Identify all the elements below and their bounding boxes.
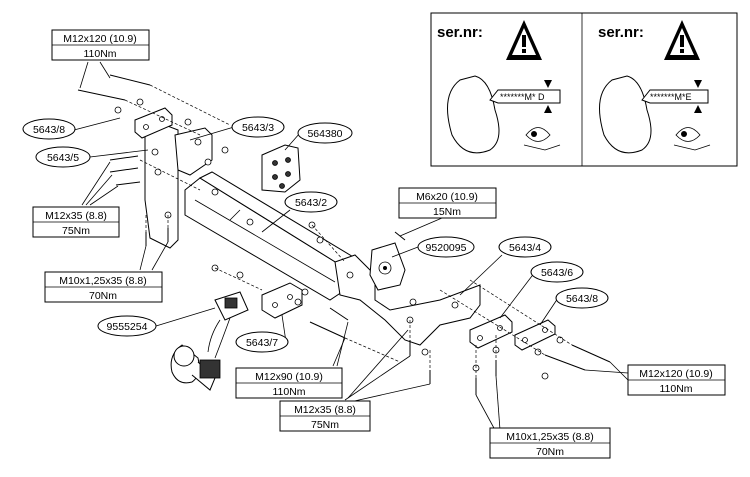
bolt-spec-torque: 75Nm [311, 419, 339, 431]
serial-number-value: *******M* D [500, 92, 545, 102]
bolt-spec-size: M12x120 (10.9) [63, 33, 137, 45]
svg-text:9555254: 9555254 [107, 321, 148, 333]
mounting-plate-outline [447, 75, 500, 154]
part-label-5643-6: 5643/6 [530, 261, 584, 283]
svg-text:5643/2: 5643/2 [295, 197, 327, 209]
part-label-5643-5: 5643/5 [35, 146, 91, 168]
right-side-bracket [334, 254, 481, 346]
bolt-spec-torque: 75Nm [62, 225, 90, 237]
bolt-spec-size: M12x35 (8.8) [45, 210, 107, 222]
svg-text:5643/8: 5643/8 [33, 124, 65, 136]
callout-bolt-left-lower: M10x1,25x35 (8.8) 70Nm [44, 271, 163, 303]
part-label-564380: 564380 [297, 122, 353, 144]
right-plate [469, 314, 513, 349]
bolt-spec-size: M6x20 (10.9) [416, 191, 478, 203]
bolt-spec-size: M12x120 (10.9) [639, 368, 713, 380]
bolt-spec-torque: 110Nm [659, 383, 692, 395]
bolt-spec-torque: 15Nm [433, 206, 461, 218]
bolt-spec-torque: 70Nm [89, 290, 117, 302]
warning-triangle-icon [664, 20, 700, 60]
warning-panel-2: ser.nr: *******M*E [598, 20, 711, 154]
part-label-5643-8-left: 5643/8 [22, 118, 76, 140]
serial-plate [641, 89, 709, 104]
bolt-spec-size: M10x1,25x35 (8.8) [506, 431, 594, 443]
svg-text:5643/3: 5643/3 [242, 122, 274, 134]
right-small-plate [514, 319, 556, 351]
arrow-down-icon [694, 80, 702, 88]
top-left-plate [134, 107, 173, 139]
bolt-spec-size: M12x90 (10.9) [255, 371, 323, 383]
tow-ball-assembly [170, 291, 249, 391]
callout-bolt-bottom-center: M12x90 (10.9) 110Nm [235, 367, 343, 399]
eye-icon [523, 127, 561, 151]
part-label-5643-3: 5643/3 [231, 116, 285, 138]
warning-triangle-icon [506, 20, 542, 60]
callout-bolt-left: M12x35 (8.8) 75Nm [32, 206, 120, 238]
arrow-up-icon [544, 105, 552, 113]
part-label-5643-2: 5643/2 [284, 191, 338, 213]
callout-bolt-bottom: M12x35 (8.8) 75Nm [279, 400, 371, 432]
warning-panels: ser.nr: *******M* D ser.nr: [430, 12, 738, 167]
left-side-bracket [144, 124, 213, 249]
bolt-spec-size: M10x1,25x35 (8.8) [59, 275, 147, 287]
svg-text:5643/5: 5643/5 [47, 152, 79, 164]
svg-text:9520095: 9520095 [426, 242, 467, 254]
center-plate [261, 282, 303, 319]
serial-number-value: *******M*E [650, 92, 692, 102]
serial-number-label: ser.nr: [598, 24, 644, 41]
bolt-spec-torque: 110Nm [83, 48, 116, 60]
svg-text:5643/6: 5643/6 [541, 267, 573, 279]
callout-bolt-bottom-right: M10x1,25x35 (8.8) 70Nm [489, 427, 611, 459]
warning-panel-1: ser.nr: *******M* D [437, 20, 561, 154]
arrow-up-icon [694, 105, 702, 113]
nuts-and-washers [114, 98, 564, 380]
part-label-5643-7: 5643/7 [235, 331, 289, 353]
leader-lines [73, 61, 629, 431]
svg-text:5643/8: 5643/8 [566, 293, 598, 305]
callout-bolt-center: M6x20 (10.9) 15Nm [398, 187, 497, 219]
svg-text:564380: 564380 [307, 128, 342, 140]
main-crossbar [184, 171, 356, 301]
part-label-9520095: 9520095 [417, 236, 475, 258]
svg-text:5643/7: 5643/7 [246, 337, 278, 349]
bolt-spec-size: M12x35 (8.8) [294, 404, 356, 416]
assembly-guide-lines [124, 84, 573, 378]
socket-bracket [369, 242, 406, 291]
part-label-5643-4: 5643/4 [498, 236, 552, 258]
part-label-9555254: 9555254 [97, 315, 157, 337]
bolt-spec-torque: 110Nm [272, 386, 305, 398]
callout-bolt-right: M12x120 (10.9) 110Nm [627, 364, 726, 396]
callout-bolt-top-left: M12x120 (10.9) 110Nm [51, 29, 150, 61]
reinforcement-plate [261, 144, 301, 193]
bolt-spec-torque: 70Nm [536, 446, 564, 458]
bolts [77, 74, 611, 395]
serial-number-label: ser.nr: [437, 24, 483, 41]
part-label-5643-8-right: 5643/8 [555, 287, 609, 309]
mounting-plate-outline [599, 75, 652, 154]
arrow-down-icon [544, 80, 552, 88]
serial-plate [489, 89, 561, 104]
svg-text:5643/4: 5643/4 [509, 242, 541, 254]
eye-icon [673, 127, 711, 151]
